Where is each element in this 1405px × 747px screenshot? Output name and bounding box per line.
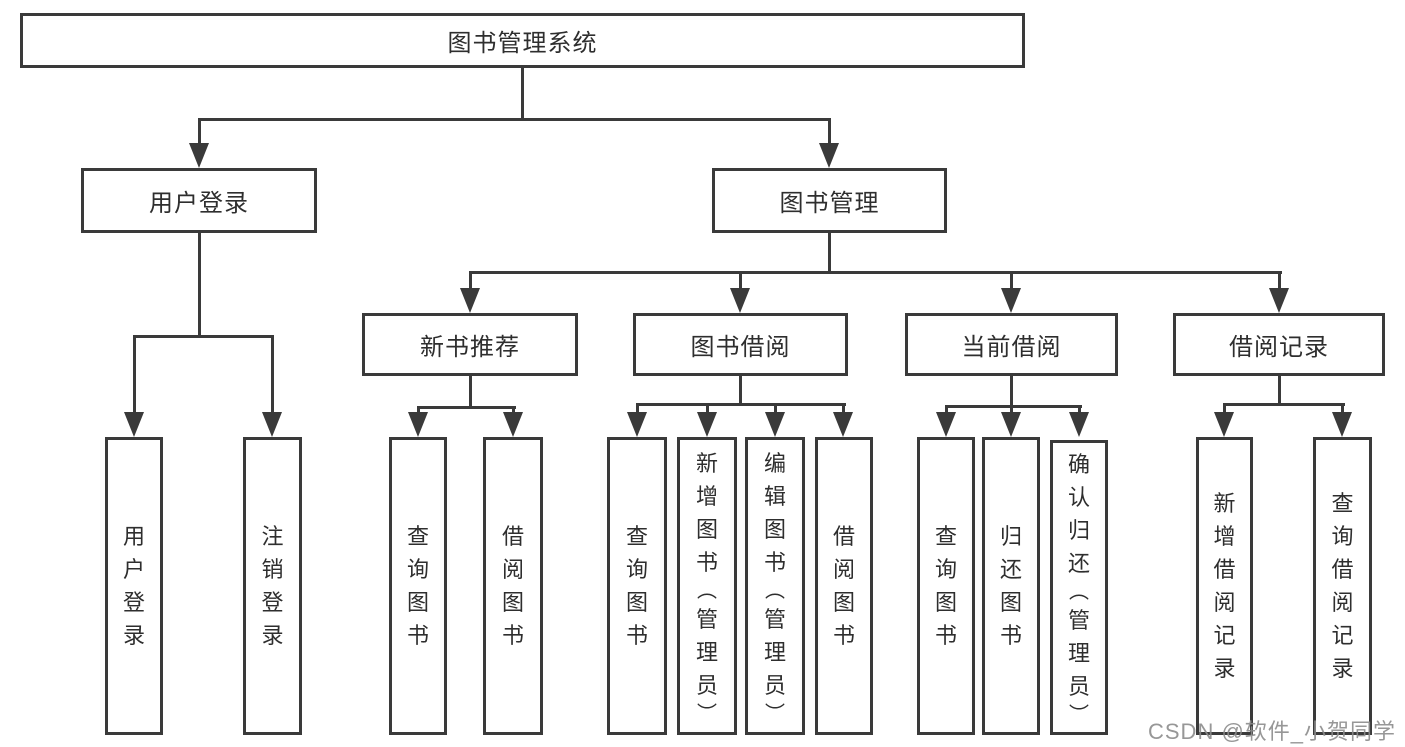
connector-drop-borrow-records <box>1278 271 1281 291</box>
connector-drop-leaf <box>512 406 515 416</box>
connector-drop-leaf <box>774 403 777 414</box>
node-label: 图书借阅 <box>690 334 791 361</box>
connector-book-borrow-stem <box>739 376 742 406</box>
leaf-label: 查询借阅记录 <box>1331 491 1354 681</box>
node-library-management-system: 图书管理系统 <box>20 13 1025 68</box>
arrow-down-icon <box>833 412 853 437</box>
arrow-down-icon <box>819 143 839 168</box>
connector-drop-current-borrow <box>1010 271 1013 291</box>
connector-drop-leaf <box>945 405 948 414</box>
connector-drop-book-management <box>828 118 831 148</box>
leaf-user-login: 用户登录 <box>105 437 163 735</box>
connector-drop-leaf <box>706 403 709 414</box>
node-label: 图书管理 <box>779 190 880 217</box>
node-book-management: 图书管理 <box>712 168 947 233</box>
connector-drop-leaf <box>1341 403 1344 414</box>
connector-book-management-stem <box>828 233 831 274</box>
leaf-return-book: 归还图书 <box>982 437 1040 735</box>
leaf-label: 用户登录 <box>122 524 145 648</box>
leaf-edit-book-admin: 编辑图书︵管理员︶ <box>745 437 805 735</box>
leaf-label: 查询图书 <box>625 524 648 648</box>
leaf-query-books-recommend: 查询图书 <box>389 437 447 735</box>
connector-new-book-rail <box>417 406 516 409</box>
arrow-down-icon <box>627 412 647 437</box>
connector-drop-leaf <box>1010 405 1013 414</box>
connector-user-login-rail <box>133 335 274 338</box>
node-user-login: 用户登录 <box>81 168 317 233</box>
connector-book-management-rail <box>469 271 1282 274</box>
node-borrow-records: 借阅记录 <box>1173 313 1385 376</box>
node-label: 当前借阅 <box>961 334 1062 361</box>
arrow-down-icon <box>1069 412 1089 437</box>
arrow-down-icon <box>1214 412 1234 437</box>
arrow-down-icon <box>124 412 144 437</box>
node-current-borrow: 当前借阅 <box>905 313 1118 376</box>
node-label: 新书推荐 <box>420 334 520 361</box>
connector-current-borrow-stem <box>1010 376 1013 408</box>
connector-drop-leaf <box>133 335 136 414</box>
connector-root-rail <box>198 118 831 121</box>
node-label: 图书管理系统 <box>447 30 598 57</box>
node-label: 用户登录 <box>149 190 249 217</box>
leaf-query-books-borrow: 查询图书 <box>607 437 667 735</box>
connector-drop-leaf <box>1078 405 1081 414</box>
connector-user-login-stem <box>198 233 201 337</box>
connector-borrow-records-rail <box>1223 403 1345 406</box>
connector-drop-leaf <box>271 335 274 414</box>
leaf-label: 确认归还︵管理员︶ <box>1067 452 1090 726</box>
watermark: CSDN @软件_小贺同学 <box>1148 719 1397 744</box>
leaf-logout: 注销登录 <box>243 437 302 735</box>
leaf-label: 借阅图书 <box>832 524 855 648</box>
connector-current-borrow-rail <box>945 405 1082 408</box>
leaf-label: 借阅图书 <box>501 524 524 648</box>
leaf-label: 新增借阅记录 <box>1213 491 1236 681</box>
arrow-down-icon <box>697 412 717 437</box>
leaf-add-borrow-record: 新增借阅记录 <box>1196 437 1253 735</box>
leaf-label: 新增图书︵管理员︶ <box>695 450 718 725</box>
arrow-down-icon <box>936 412 956 437</box>
connector-drop-new-book <box>469 271 472 291</box>
connector-new-book-stem <box>469 376 472 409</box>
node-new-book-recommend: 新书推荐 <box>362 313 578 376</box>
leaf-add-book-admin: 新增图书︵管理员︶ <box>677 437 737 735</box>
leaf-query-books-current: 查询图书 <box>917 437 975 735</box>
node-label: 借阅记录 <box>1229 334 1329 361</box>
leaf-label: 编辑图书︵管理员︶ <box>763 450 786 725</box>
arrow-down-icon <box>1001 288 1021 313</box>
connector-drop-book-borrow <box>739 271 742 291</box>
arrow-down-icon <box>730 288 750 313</box>
leaf-label: 查询图书 <box>934 524 957 648</box>
leaf-query-borrow-record: 查询借阅记录 <box>1313 437 1372 735</box>
arrow-down-icon <box>1269 288 1289 313</box>
connector-drop-leaf <box>636 403 639 414</box>
node-book-borrow: 图书借阅 <box>633 313 848 376</box>
connector-drop-leaf <box>1223 403 1226 414</box>
leaf-label: 归还图书 <box>999 524 1022 648</box>
leaf-confirm-return-admin: 确认归还︵管理员︶ <box>1050 440 1108 735</box>
arrow-down-icon <box>262 412 282 437</box>
arrow-down-icon <box>189 143 209 168</box>
leaf-label: 查询图书 <box>406 524 429 648</box>
connector-drop-leaf <box>417 406 420 416</box>
arrow-down-icon <box>1001 412 1021 437</box>
arrow-down-icon <box>765 412 785 437</box>
arrow-down-icon <box>1332 412 1352 437</box>
arrow-down-icon <box>408 412 428 437</box>
connector-borrow-records-stem <box>1278 376 1281 406</box>
connector-root-stem <box>521 66 524 121</box>
connector-book-borrow-rail <box>636 403 846 406</box>
leaf-label: 注销登录 <box>261 524 284 648</box>
arrow-down-icon <box>460 288 480 313</box>
leaf-borrow-books: 借阅图书 <box>815 437 873 735</box>
connector-drop-user-login <box>198 118 201 148</box>
arrow-down-icon <box>503 412 523 437</box>
leaf-borrow-books-recommend: 借阅图书 <box>483 437 543 735</box>
connector-drop-leaf <box>842 403 845 414</box>
